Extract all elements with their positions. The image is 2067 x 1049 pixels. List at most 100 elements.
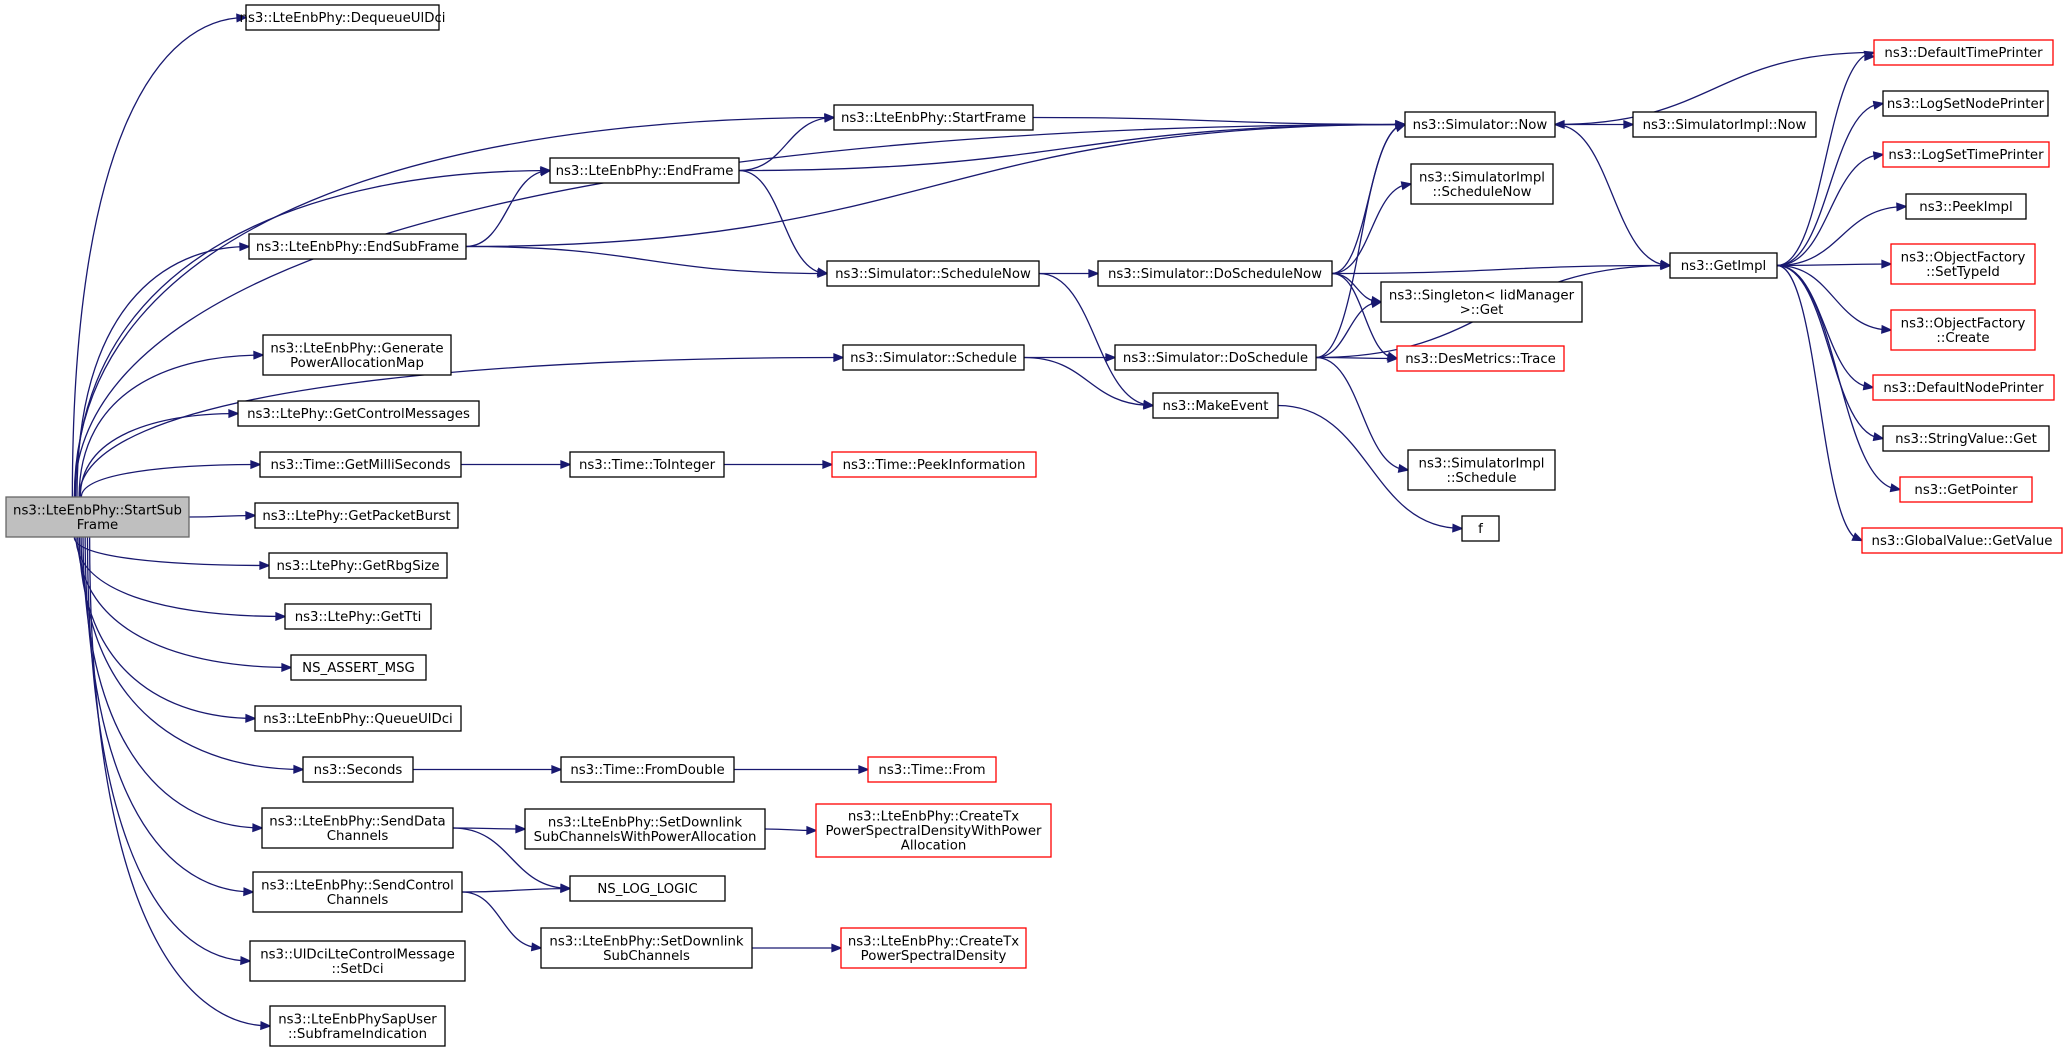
edge-arrowhead xyxy=(1400,181,1413,191)
node-peekinfo[interactable]: ns3::Time::PeekInformation xyxy=(831,451,1037,478)
node-deftime[interactable]: ns3::DefaultTimePrinter xyxy=(1873,39,2054,66)
edge-arrowhead xyxy=(250,459,262,470)
node-gvget[interactable]: ns3::GlobalValue::GetValue xyxy=(1861,527,2063,554)
node-implnow[interactable]: ns3::SimulatorImpl::Now xyxy=(1632,111,1817,138)
edge-endsub-schednow xyxy=(465,245,829,279)
edge-arrowhead xyxy=(259,560,271,571)
nodes-layer: ns3::LteEnbPhy::StartSubFramens3::LteEnb… xyxy=(5,4,2063,1047)
node-getpkt[interactable]: ns3::LtePhy::GetPacketBurst xyxy=(254,502,459,529)
node-box xyxy=(262,334,452,376)
node-logtime[interactable]: ns3::LogSetTimePrinter xyxy=(1882,141,2050,168)
edge-arrowhead xyxy=(1862,381,1875,391)
edge-schedule-makeevent xyxy=(1023,356,1155,410)
node-implschednow[interactable]: ns3::SimulatorImpl::ScheduleNow xyxy=(1410,163,1554,205)
node-setdlpa[interactable]: ns3::LteEnbPhy::SetDownlinkSubChannelsWi… xyxy=(524,808,766,850)
node-genpow[interactable]: ns3::LteEnbPhy::GeneratePowerAllocationM… xyxy=(262,334,452,376)
node-label: ns3::ObjectFactory xyxy=(1901,316,2026,331)
edge-line xyxy=(1776,264,1901,491)
edge-arrowhead xyxy=(1452,523,1464,533)
node-getimpl[interactable]: ns3::GetImpl xyxy=(1669,252,1778,279)
node-toint[interactable]: ns3::Time::ToInteger xyxy=(569,451,725,478)
node-box xyxy=(549,157,740,184)
node-schedule[interactable]: ns3::Simulator::Schedule xyxy=(842,344,1025,371)
node-getmilli[interactable]: ns3::Time::GetMilliSeconds xyxy=(259,451,462,478)
node-label: NS_ASSERT_MSG xyxy=(302,661,415,676)
edge-line xyxy=(1038,272,1154,407)
node-box xyxy=(842,344,1025,371)
node-peekimpl[interactable]: ns3::PeekImpl xyxy=(1905,193,2027,220)
node-timefrom[interactable]: ns3::Time::From xyxy=(867,756,997,783)
edge-makeevent-f xyxy=(1277,404,1464,533)
edge-line xyxy=(1277,404,1463,530)
node-simnow[interactable]: ns3::Simulator::Now xyxy=(1404,111,1556,138)
edge-line xyxy=(188,514,256,518)
edge-schednow-makeevent xyxy=(1038,272,1155,409)
edge-line xyxy=(461,887,571,893)
node-getrbg[interactable]: ns3::LtePhy::GetRbgSize xyxy=(268,552,448,579)
node-dosched[interactable]: ns3::Simulator::DoSchedule xyxy=(1114,344,1317,371)
node-box xyxy=(1404,111,1556,138)
edge-line xyxy=(1776,264,1884,440)
edge-line xyxy=(1331,272,1398,360)
node-queue[interactable]: ns3::LteEnbPhy::QueueUlDci xyxy=(254,705,462,732)
node-label: ns3::StringValue::Get xyxy=(1895,432,2037,447)
node-singleton[interactable]: ns3::Singleton< IidManager >::Get xyxy=(1380,281,1583,323)
node-endsub[interactable]: ns3::LteEnbPhy::EndSubFrame xyxy=(248,233,467,260)
node-dosnow[interactable]: ns3::Simulator::DoScheduleNow xyxy=(1097,260,1333,287)
node-label: ns3::LteEnbPhy::SetDownlink xyxy=(548,815,742,830)
node-createpa[interactable]: ns3::LteEnbPhy::CreateTxPowerSpectralDen… xyxy=(815,803,1052,858)
node-box xyxy=(1890,243,2036,285)
edge-start-getrbg xyxy=(73,536,271,571)
node-label: PowerSpectralDensityWithPower xyxy=(825,824,1042,839)
edge-endframe-schednow xyxy=(738,169,829,277)
node-label: ns3::Time::From xyxy=(878,763,985,778)
node-implsched[interactable]: ns3::SimulatorImpl::Schedule xyxy=(1407,449,1556,491)
node-box xyxy=(1461,515,1500,542)
edge-arrowhead xyxy=(806,825,818,835)
edge-start-simnow xyxy=(73,119,1407,498)
node-label: ns3::LteEnbPhy::SendData xyxy=(269,814,445,829)
node-setdci[interactable]: ns3::UlDciLteControlMessage::SetDci xyxy=(249,940,466,982)
edge-line xyxy=(1555,57,1874,121)
node-defnode[interactable]: ns3::DefaultNodePrinter xyxy=(1872,374,2055,401)
node-lognode[interactable]: ns3::LogSetNodePrinter xyxy=(1882,90,2049,117)
node-getptr[interactable]: ns3::GetPointer xyxy=(1899,476,2033,503)
node-subind[interactable]: ns3::LteEnbPhySapUser::SubframeIndicatio… xyxy=(269,1005,446,1047)
node-trace[interactable]: ns3::DesMetrics::Trace xyxy=(1396,345,1565,372)
node-label: ns3::ObjectFactory xyxy=(1901,250,2026,265)
edge-dosched-implsched xyxy=(1315,356,1410,473)
node-logic[interactable]: NS_LOG_LOGIC xyxy=(569,875,726,902)
edge-getimpl-strget xyxy=(1776,264,1885,442)
edge-arrowhead xyxy=(560,883,572,894)
node-label: SubChannels xyxy=(603,949,690,964)
node-assert[interactable]: NS_ASSERT_MSG xyxy=(290,654,427,681)
node-ofcreate[interactable]: ns3::ObjectFactory::Create xyxy=(1890,309,2036,351)
edge-simnow-getimpl xyxy=(1554,123,1672,269)
node-label: ns3::UlDciLteControlMessage xyxy=(260,947,455,962)
edge-arrowhead xyxy=(1397,463,1410,473)
node-seconds[interactable]: ns3::Seconds xyxy=(302,756,414,783)
node-endframe[interactable]: ns3::LteEnbPhy::EndFrame xyxy=(549,157,740,184)
node-strget[interactable]: ns3::StringValue::Get xyxy=(1882,425,2050,452)
node-makeevent[interactable]: ns3::MakeEvent xyxy=(1152,392,1279,419)
node-dequeue[interactable]: ns3::LteEnbPhy::DequeueUlDci xyxy=(240,4,446,31)
node-startframe[interactable]: ns3::LteEnbPhy::StartFrame xyxy=(833,104,1034,131)
node-createpsd[interactable]: ns3::LteEnbPhy::CreateTxPowerSpectralDen… xyxy=(840,927,1027,969)
node-label: ns3::LteEnbPhySapUser xyxy=(278,1012,437,1027)
node-label: ns3::MakeEvent xyxy=(1163,399,1269,414)
node-label: ns3::LteEnbPhy::CreateTx xyxy=(848,934,1019,949)
edge-arrowhead xyxy=(245,713,257,723)
node-gettti[interactable]: ns3::LtePhy::GetTti xyxy=(284,603,432,630)
node-ofsettype[interactable]: ns3::ObjectFactory::SetTypeId xyxy=(1890,243,2036,285)
node-schednow[interactable]: ns3::Simulator::ScheduleNow xyxy=(826,260,1040,287)
node-label: ns3::GlobalValue::GetValue xyxy=(1872,534,2053,549)
node-label: ns3::LtePhy::GetPacketBurst xyxy=(262,509,450,524)
node-fromdouble[interactable]: ns3::Time::FromDouble xyxy=(560,756,735,783)
node-getctrl[interactable]: ns3::LtePhy::GetControlMessages xyxy=(237,400,480,427)
node-f[interactable]: f xyxy=(1461,515,1500,542)
node-box xyxy=(1882,425,2050,452)
edge-arrowhead xyxy=(1889,483,1902,493)
